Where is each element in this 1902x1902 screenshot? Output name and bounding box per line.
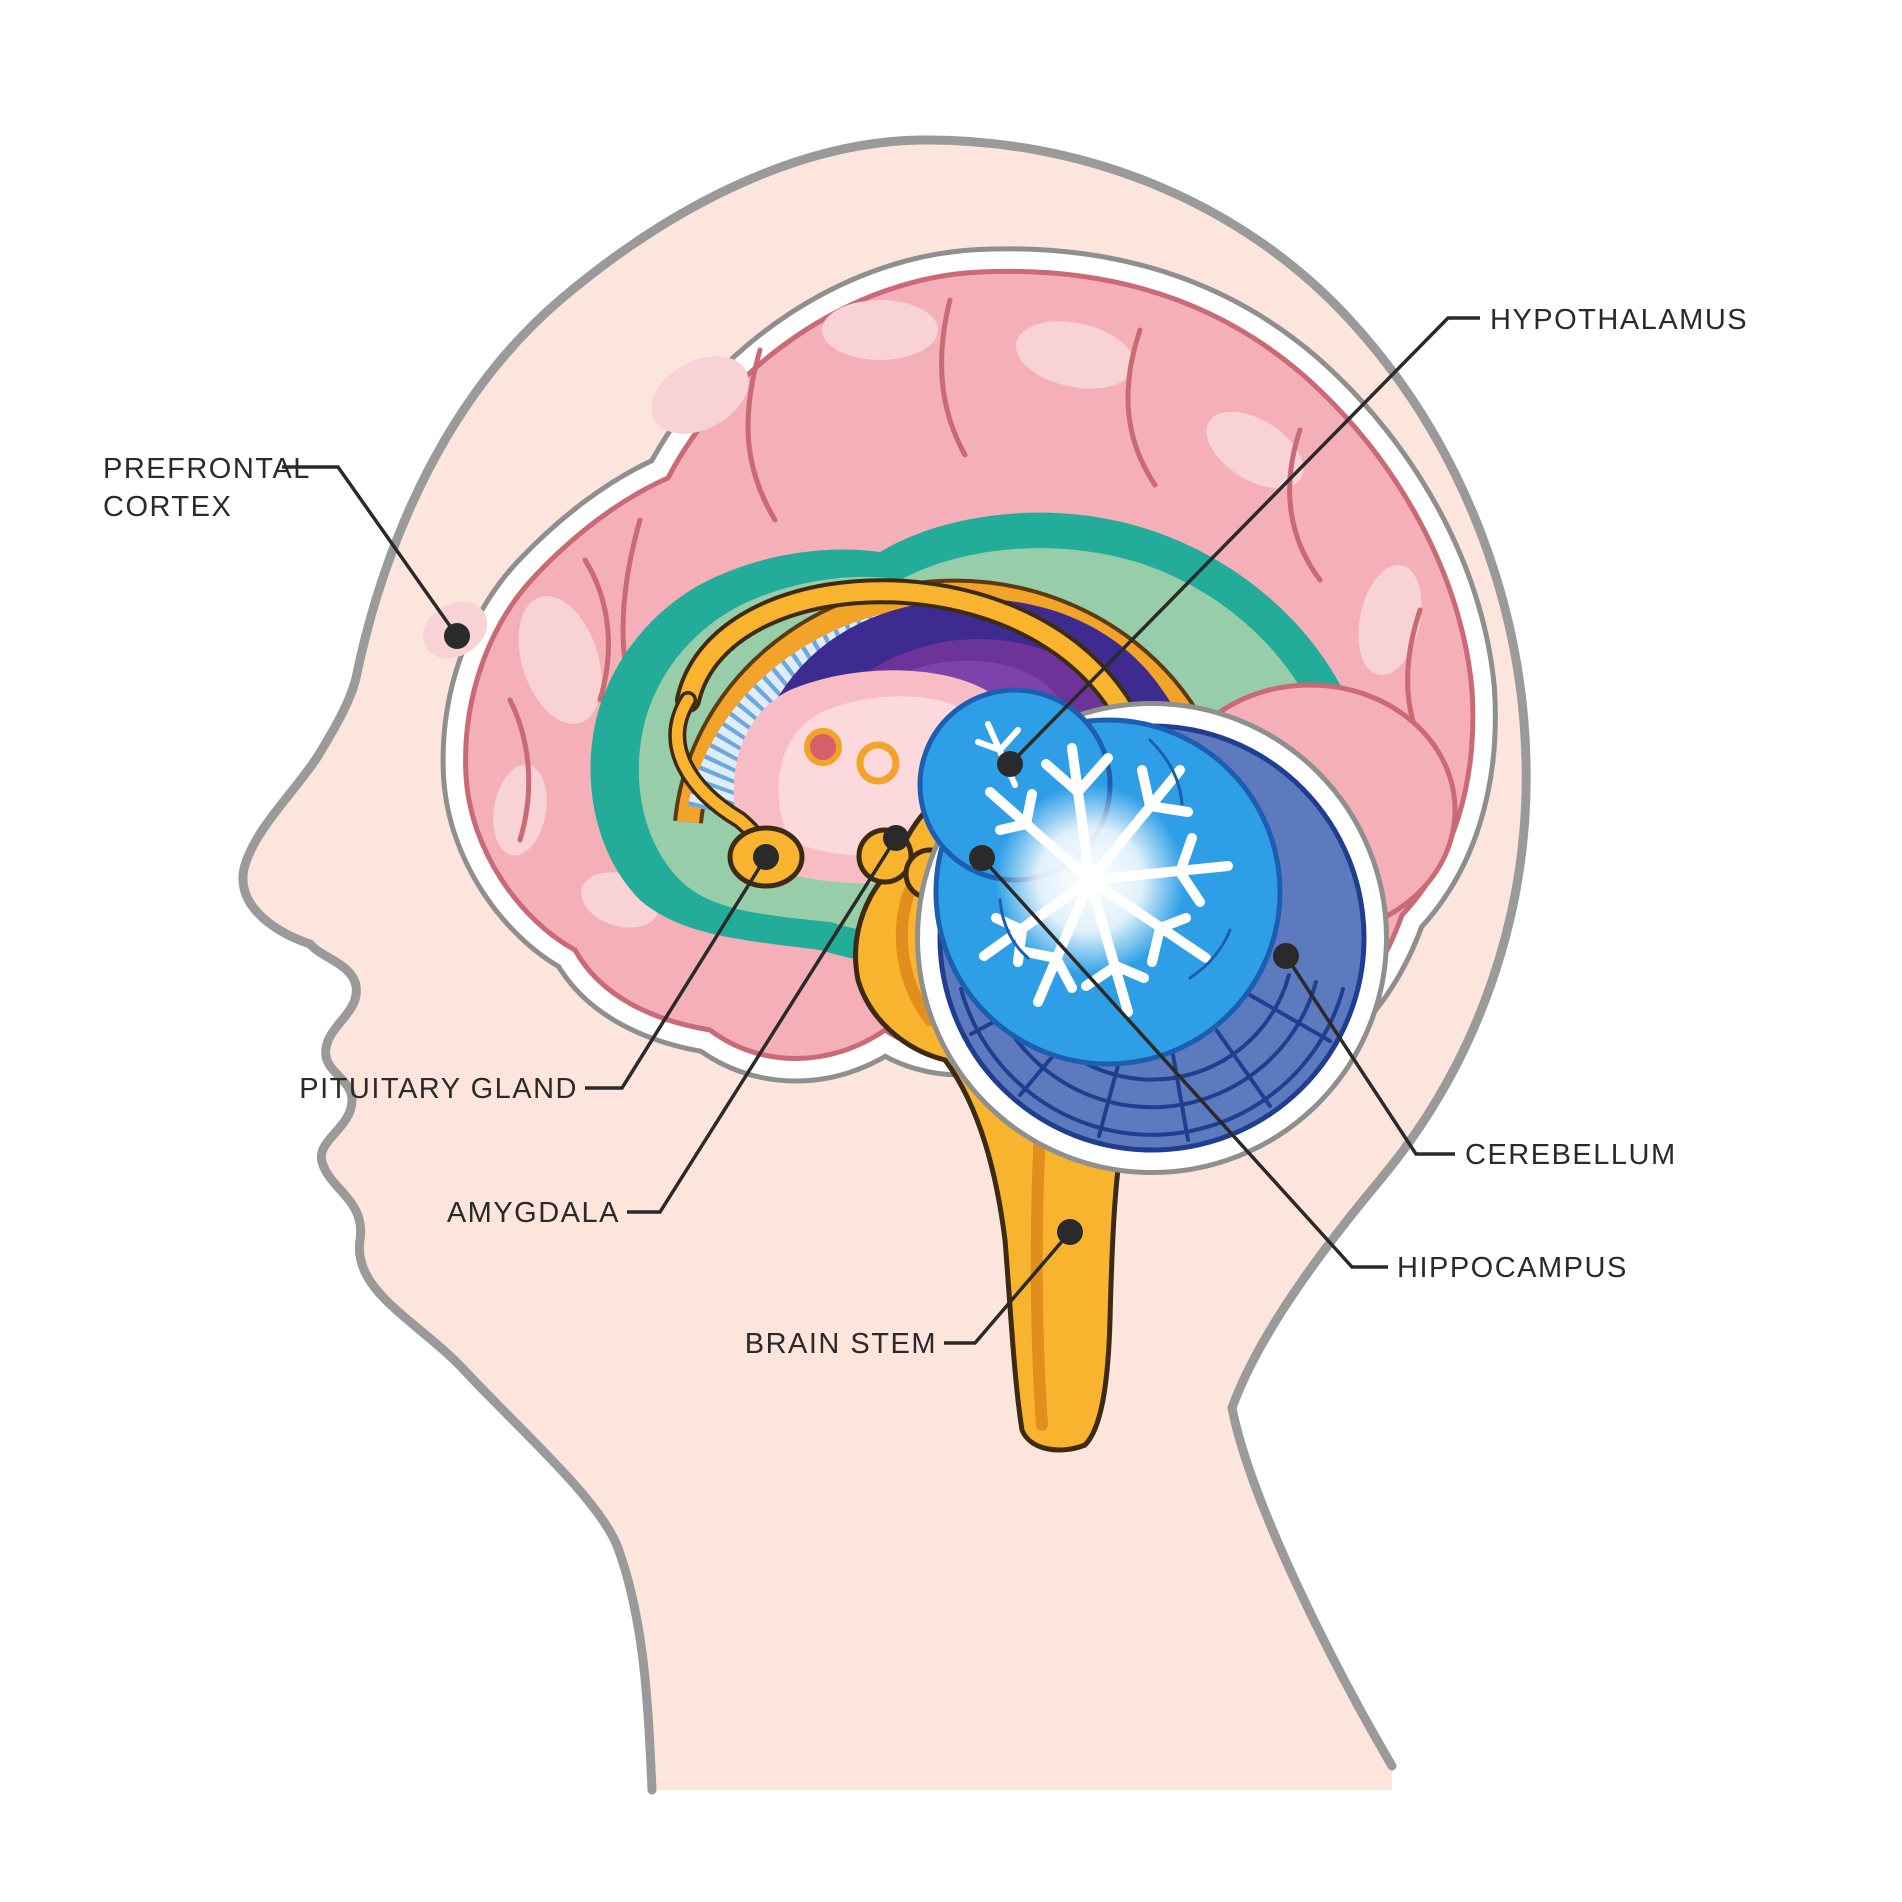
- folia-arc: [986, 980, 1318, 1110]
- amygdala-leader: [627, 837, 898, 1214]
- cortex-patch: [1206, 411, 1304, 489]
- gyrus-line: [745, 347, 778, 523]
- prefrontal-cortex-dot: [444, 623, 470, 649]
- vein-line: [1188, 928, 1232, 980]
- brain-stem-label: BRAIN STEM: [745, 1328, 937, 1360]
- vein-line: [998, 898, 1030, 960]
- hypothalamus-label: HYPOTHALAMUS: [1490, 304, 1748, 336]
- arbor-branch: [1021, 875, 1095, 1007]
- prefrontal-cortex-label-line1: PREFRONTAL: [103, 453, 311, 485]
- arbor-branch: [985, 787, 1095, 885]
- gyrus-line: [939, 297, 968, 458]
- cerebellum-group: [915, 687, 1389, 1175]
- gyrus-line: [1287, 427, 1323, 583]
- brain: [422, 246, 1498, 1453]
- arbor-branch: [1085, 765, 1193, 885]
- anterior-commissure: [804, 728, 842, 766]
- hypothalamus-dot: [997, 751, 1023, 777]
- pituitary-gland-dot: [753, 844, 779, 870]
- hypothalamus-leader: [1008, 316, 1480, 766]
- pons-shading: [895, 884, 936, 1026]
- folia-arc: [959, 987, 1345, 1137]
- brain-stem-dot: [1057, 1219, 1083, 1245]
- cortex-patch: [493, 764, 547, 856]
- arbor-vitae: [975, 721, 1233, 1017]
- amygdala-dot: [883, 825, 909, 851]
- prefrontal-cortex-label-line2: CORTEX: [103, 491, 232, 523]
- folia-ray: [1215, 1029, 1272, 1108]
- cerebellum-label: CEREBELLUM: [1465, 1139, 1677, 1171]
- gyrus-line: [582, 557, 611, 703]
- cerebellum-dot: [1273, 943, 1299, 969]
- vein-line: [1148, 738, 1184, 806]
- pituitary-gland-label: PITUITARY GLAND: [299, 1073, 578, 1105]
- amygdala-label: AMYGDALA: [447, 1197, 620, 1229]
- cortex-patch: [651, 356, 749, 434]
- pituitary-gland-leader: [585, 856, 768, 1090]
- arbor-branch: [1085, 833, 1233, 907]
- hippocampus-dot: [969, 845, 995, 871]
- arbor-branch: [1041, 743, 1113, 885]
- brain-stem-leader: [944, 1230, 1072, 1345]
- head-outline: [238, 135, 1531, 1795]
- cortex-patch: [518, 596, 602, 724]
- prefrontal-cortex-leader: [282, 465, 459, 638]
- gyrus-line: [507, 697, 532, 843]
- arbor-branch: [1081, 875, 1149, 1017]
- cerebellum-veins: [998, 738, 1232, 980]
- cortex-patch: [1358, 564, 1422, 676]
- cortex-patch: [822, 300, 938, 360]
- hippocampus-leader: [980, 856, 1388, 1269]
- gyrus-line: [1125, 327, 1158, 488]
- hippocampus-label: HIPPOCAMPUS: [1397, 1252, 1628, 1284]
- leaders: [282, 316, 1480, 1345]
- cortex-patch: [1015, 321, 1135, 389]
- label-texts: PREFRONTAL CORTEX HYPOTHALAMUS PITUITARY…: [103, 304, 1748, 1360]
- folia-ray: [1170, 1047, 1190, 1142]
- fornix-column: [856, 741, 900, 785]
- cerebellum-leader: [1284, 955, 1455, 1156]
- folia-ray: [1248, 993, 1332, 1043]
- arbor-branch: [1085, 875, 1211, 967]
